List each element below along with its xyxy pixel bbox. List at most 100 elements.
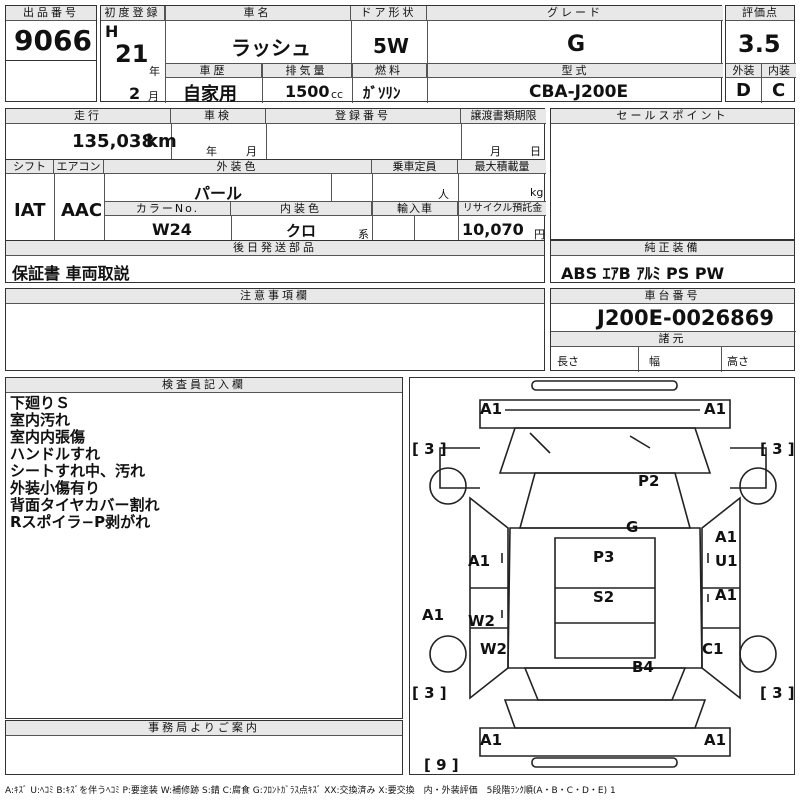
mileage-label: 走行	[6, 109, 171, 124]
ac-label: エアコン	[54, 160, 104, 174]
first-reg-label: 初度登録	[101, 6, 165, 21]
first-reg-year: 21	[115, 40, 149, 68]
ext-color-label: 外装色	[104, 160, 372, 174]
chassis-label: 車台番号	[551, 289, 794, 304]
door-label: ドア形状	[351, 6, 427, 21]
genuine-equipment-label: 純正装備	[551, 241, 794, 256]
code-bracket-top-right: [ 3 ]	[760, 440, 795, 458]
height-label: 高さ	[727, 355, 749, 368]
capacity-unit: 人	[438, 188, 449, 201]
later-parts: 保証書 車両取説	[12, 264, 130, 283]
inspection-month-unit: 月	[246, 145, 257, 158]
history-label: 車歴	[166, 64, 262, 78]
vehicle-info-box: 初度登録 車名 ドア形状 グレード H 21 年 2 月 ラッシュ 5W G 車…	[100, 5, 723, 105]
transfer-month: 月	[490, 145, 501, 158]
mileage-unit: km	[146, 131, 177, 152]
year-unit: 年	[149, 65, 160, 78]
code-a1-left-door: A1	[468, 552, 491, 570]
code-a1-right-door: A1	[715, 528, 738, 546]
office-box: 事務局よりご案内	[5, 720, 403, 775]
code-a1-right-side: A1	[715, 586, 738, 604]
code-w2-left-rear: W2	[480, 640, 507, 658]
code-a1-rear-left: A1	[480, 731, 503, 749]
inspector-note: ハンドルすれ	[10, 445, 101, 463]
code-a1-left-side: A1	[422, 606, 445, 624]
ext-grade: D	[736, 80, 751, 101]
displacement: 1500	[285, 82, 330, 101]
code-s2: S2	[593, 588, 615, 606]
month-unit: 月	[148, 90, 159, 103]
code-g: G	[626, 518, 639, 536]
genuine-equipment-box: 純正装備 ABS ｴｱB ｱﾙﾐ PS PW	[550, 240, 795, 283]
int-color: クロ	[286, 222, 317, 240]
mileage: 135,038	[72, 131, 154, 152]
fuel: ｶﾞｿﾘﾝ	[363, 84, 401, 102]
code-c1: C1	[702, 640, 724, 658]
car-diagram	[429, 380, 777, 768]
lot-number-box: 出品番号 9066	[5, 5, 97, 61]
era: H	[105, 22, 119, 41]
inspector-note: シートすれ中、汚れ	[10, 462, 146, 480]
inspector-note: Rスポイラ−P剥がれ	[10, 513, 151, 531]
later-parts-label: 後日発送部品	[6, 241, 544, 256]
shift: IAT	[14, 200, 46, 221]
car-name-label: 車名	[165, 6, 351, 21]
chassis-box: 車台番号 J200E-0026869 諸元 長さ 幅 高さ	[550, 288, 796, 372]
capacity-label: 乗車定員	[372, 160, 458, 174]
inspector-label: 検査員記入欄	[6, 378, 402, 393]
model-code: CBA-J200E	[529, 82, 629, 102]
reg-no-label: 登録番号	[266, 109, 461, 124]
caution-label: 注意事項欄	[6, 289, 544, 304]
first-reg-month: 2	[129, 84, 141, 103]
max-load-unit: kg	[530, 186, 544, 199]
code-p2: P2	[638, 472, 660, 490]
inspection-year-unit: 年	[206, 145, 217, 158]
int-grade: C	[772, 80, 786, 101]
code-bracket-bottom-right: [ 3 ]	[760, 684, 795, 702]
displacement-label: 排気量	[262, 64, 352, 78]
sales-point-label: セールスポイント	[551, 109, 794, 124]
grade-label: グレード	[427, 6, 723, 21]
length-label: 長さ	[557, 355, 579, 368]
inspector-note: 外装小傷有り	[10, 479, 101, 497]
office-label: 事務局よりご案内	[6, 721, 402, 736]
caution-box: 注意事項欄	[5, 288, 545, 371]
damage-diagram-box: A1 A1 [ 3 ] [ 3 ] P2 G A1 A1 P3 U1 A1 S2…	[409, 377, 795, 775]
import-label: 輸入車	[373, 202, 458, 216]
shift-label: シフト	[6, 160, 54, 174]
score: 3.5	[738, 30, 781, 58]
code-p3: P3	[593, 548, 615, 566]
int-label: 内装	[762, 64, 796, 78]
code-u1: U1	[715, 552, 738, 570]
code-w2-left: W2	[468, 612, 495, 630]
legend: A:ｷｽﾞ U:ﾍｺﾐ B:ｷｽﾞを伴うﾍｺﾐ P:要塗装 W:補修跡 S:錆 …	[5, 786, 616, 796]
inspection-label: 車検	[171, 109, 266, 124]
int-color-unit: 系	[358, 228, 369, 241]
transfer-label: 譲渡書類期限	[461, 109, 546, 124]
max-load-label: 最大積載量	[458, 160, 546, 174]
score-label: 評価点	[726, 6, 794, 21]
color-no-label: カラーNo.	[105, 202, 231, 216]
recycle-fee: 10,070	[462, 220, 524, 239]
int-color-label: 内装色	[231, 202, 372, 216]
ext-color: パール	[194, 184, 243, 203]
fuel-label: 燃料	[352, 64, 427, 78]
spec-box: シフト エアコン 外装色 乗車定員 最大積載量 IAT AAC パール 人 kg…	[5, 159, 546, 242]
transfer-day: 日	[530, 145, 541, 158]
code-bracket-bottom: [ 9 ]	[424, 756, 459, 774]
score-box: 評価点 3.5 外装 内装 D C	[725, 5, 796, 103]
lot-number: 9066	[14, 24, 92, 57]
width-label: 幅	[649, 355, 660, 368]
recycle-unit: 円	[534, 228, 545, 241]
ext-label: 外装	[726, 64, 761, 78]
code-bracket-top-left: [ 3 ]	[412, 440, 447, 458]
spec-label: 諸元	[551, 332, 794, 347]
code-a1-rear-right: A1	[704, 731, 727, 749]
code-bracket-bottom-left: [ 3 ]	[412, 684, 447, 702]
recycle-label: リサイクル預託金	[459, 202, 546, 216]
lot-number-label: 出品番号	[6, 6, 96, 21]
code-a1-front-right: A1	[704, 400, 727, 418]
lot-blank-box	[5, 60, 97, 102]
